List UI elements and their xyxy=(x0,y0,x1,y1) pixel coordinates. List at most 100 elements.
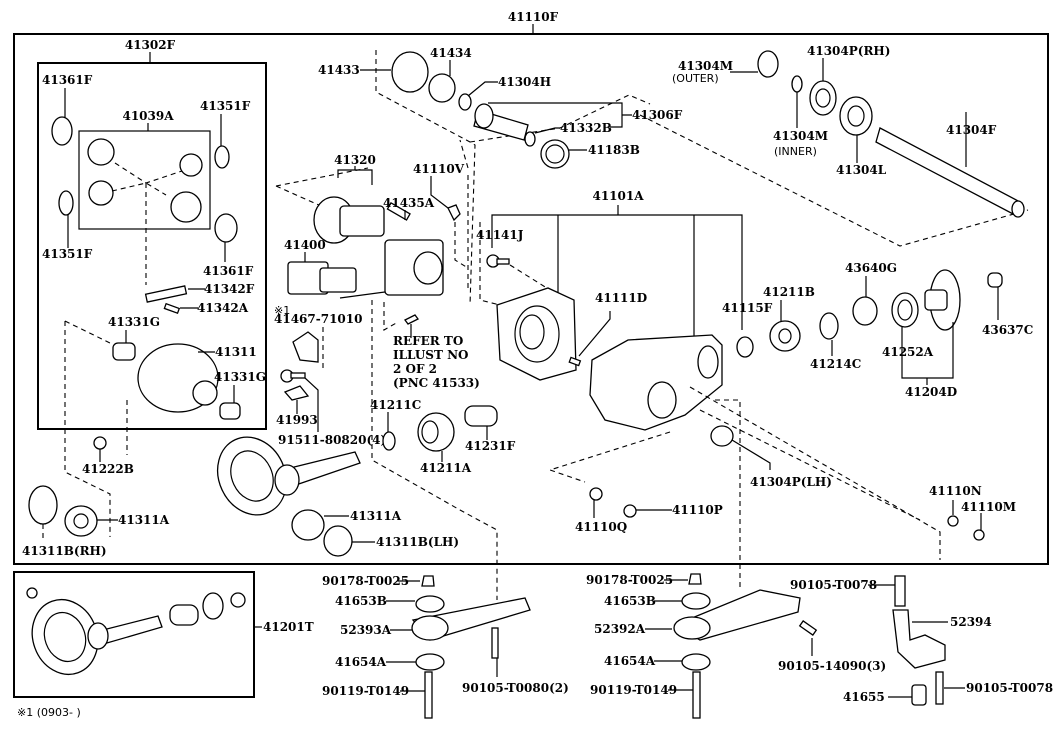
nut-43637C[interactable] xyxy=(987,272,1003,288)
label-41141J[interactable]: 41141J xyxy=(476,228,524,242)
label-41351F[interactable]: 41351F xyxy=(200,99,251,113)
label-41101A[interactable]: 41101A xyxy=(592,189,644,203)
oil-seal-43640G[interactable] xyxy=(852,296,878,326)
bolt-90105-T0080[interactable] xyxy=(491,627,499,659)
dust-deflector-41252A[interactable] xyxy=(891,292,919,328)
label-41304L[interactable]: 41304L xyxy=(836,163,887,177)
bolt-90105-T0078-bottom[interactable] xyxy=(935,671,944,705)
bearing-41304L[interactable] xyxy=(839,96,873,136)
washer-41361F-bottom[interactable] xyxy=(214,213,238,243)
label-41110M[interactable]: 41110M xyxy=(961,500,1016,514)
label-41320[interactable]: 41320 xyxy=(334,153,376,167)
oil-seal-41115F[interactable] xyxy=(736,336,754,358)
pinion-gear-1[interactable] xyxy=(87,138,115,166)
label-41342F[interactable]: 41342F xyxy=(204,282,255,296)
label-43640G[interactable]: 43640G xyxy=(845,261,897,275)
label-41435A[interactable]: 41435A xyxy=(383,196,435,210)
bolt-90119-a[interactable] xyxy=(424,671,433,719)
bolt-90105-T0078-top[interactable] xyxy=(894,575,906,607)
label-41653B-b[interactable]: 41653B xyxy=(604,594,656,608)
breather-41110V[interactable] xyxy=(447,204,461,222)
label-41211B[interactable]: 41211B xyxy=(763,285,815,299)
plug-41110M[interactable] xyxy=(973,529,985,541)
carrier-housing-41101A[interactable] xyxy=(589,334,723,431)
bearing-41433[interactable] xyxy=(391,51,429,93)
label-41311B-rh[interactable]: 41311B(RH) xyxy=(22,544,107,558)
label-41183B[interactable]: 41183B xyxy=(588,143,640,157)
label-52392A[interactable]: 52392A xyxy=(594,622,646,636)
label-41654A-a[interactable]: 41654A xyxy=(335,655,387,669)
oil-seal-41304P-lh[interactable] xyxy=(710,425,734,447)
snap-ring-41304M-outer[interactable] xyxy=(757,50,779,78)
label-90119-b[interactable]: 90119-T0149 xyxy=(590,683,677,697)
label-41214C[interactable]: 41214C xyxy=(810,357,861,371)
cushion-41654A-b[interactable] xyxy=(681,653,711,671)
washer-41351F-right[interactable] xyxy=(214,145,230,169)
label-41311A-right[interactable]: 41311A xyxy=(350,509,402,523)
label-41222B[interactable]: 41222B xyxy=(82,462,134,476)
label-41304P-lh[interactable]: 41304P(LH) xyxy=(750,475,832,489)
label-41204D[interactable]: 41204D xyxy=(905,385,957,399)
washer-41361F-top[interactable] xyxy=(51,116,73,146)
label-41252A[interactable]: 41252A xyxy=(882,345,934,359)
snap-ring-41304H[interactable] xyxy=(458,93,472,111)
label-41332B[interactable]: 41332B xyxy=(560,121,612,135)
bolt-90119-b[interactable] xyxy=(692,671,701,719)
plug-41110Q[interactable] xyxy=(589,487,603,501)
label-41331G[interactable]: 41331G xyxy=(108,315,160,329)
label-41110V[interactable]: 41110V xyxy=(413,162,465,176)
label-41342A[interactable]: 41342A xyxy=(197,301,249,315)
label-41311B-lh[interactable]: 41311B(LH) xyxy=(376,535,459,549)
label-41361F[interactable]: 41361F xyxy=(42,73,93,87)
oil-seal-41183B[interactable] xyxy=(540,139,570,169)
pin-41342A[interactable] xyxy=(163,302,181,315)
label-41351F-left[interactable]: 41351F xyxy=(42,247,93,261)
label-41110P[interactable]: 41110P xyxy=(672,503,723,517)
kit-nut[interactable] xyxy=(230,592,246,608)
washer-41211C[interactable] xyxy=(382,431,396,451)
snap-ring-41304M-inner[interactable] xyxy=(791,75,803,93)
bearing-41311A-left[interactable] xyxy=(64,505,98,537)
label-41231F[interactable]: 41231F xyxy=(465,439,516,453)
label-41211C[interactable]: 41211C xyxy=(370,398,421,412)
refer-line-4[interactable]: (PNC 41533) xyxy=(393,376,480,390)
bearing-41211B[interactable] xyxy=(769,320,801,352)
plug-41110N[interactable] xyxy=(947,515,959,527)
label-41331G-right[interactable]: 41331G xyxy=(214,370,266,384)
refer-line-3[interactable]: 2 OF 2 xyxy=(393,362,437,376)
side-gear-1[interactable] xyxy=(88,180,114,206)
bearing-41434[interactable] xyxy=(428,73,456,103)
bolt-90105-14090[interactable] xyxy=(798,620,818,636)
label-41110Q[interactable]: 41110Q xyxy=(575,520,627,534)
clip-part[interactable] xyxy=(404,314,419,325)
label-90119-a[interactable]: 90119-T0149 xyxy=(322,684,409,698)
cushion-41653B-a[interactable] xyxy=(415,595,445,613)
kit-spacer[interactable] xyxy=(169,604,199,626)
kit-bolt[interactable] xyxy=(26,587,38,599)
kit-oil-seal[interactable] xyxy=(202,592,224,620)
plug-41110P[interactable] xyxy=(623,504,637,518)
washer-41214C[interactable] xyxy=(819,312,839,340)
refer-line-1[interactable]: REFER TO xyxy=(393,334,463,348)
label-41306F[interactable]: 41306F xyxy=(632,108,683,122)
label-41993[interactable]: 41993 xyxy=(276,413,318,427)
label-41110F[interactable]: 41110F xyxy=(508,10,559,24)
label-41302F[interactable]: 41302F xyxy=(125,38,176,52)
oil-seal-41304P-rh[interactable] xyxy=(809,80,837,116)
refer-line-2[interactable]: ILLUST NO xyxy=(393,348,469,362)
label-43637C[interactable]: 43637C xyxy=(982,323,1033,337)
label-52394[interactable]: 52394 xyxy=(950,615,992,629)
nut-90178-a[interactable] xyxy=(421,575,435,587)
label-41361F-bottom[interactable]: 41361F xyxy=(203,264,254,278)
label-41433[interactable]: 41433 xyxy=(318,63,360,77)
label-41211A[interactable]: 41211A xyxy=(420,461,472,475)
bearing-41211A[interactable] xyxy=(417,412,455,452)
label-41654A-b[interactable]: 41654A xyxy=(604,654,656,668)
label-41655[interactable]: 41655 xyxy=(843,690,885,704)
label-90105-14090[interactable]: 90105-14090(3) xyxy=(778,659,886,673)
cushion-41654A-a[interactable] xyxy=(415,653,445,671)
label-41653B-a[interactable]: 41653B xyxy=(335,594,387,608)
bearing-41311A-right[interactable] xyxy=(291,509,325,541)
label-41110N[interactable]: 41110N xyxy=(929,484,982,498)
spacer-41231F[interactable] xyxy=(464,405,498,427)
